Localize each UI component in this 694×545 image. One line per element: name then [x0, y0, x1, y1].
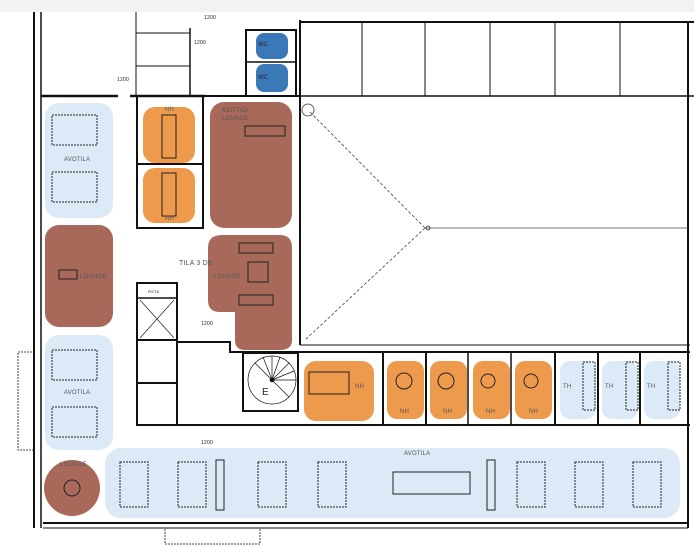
wc-zone-1 [256, 33, 288, 59]
open-space-label: AVOTILA [64, 390, 91, 396]
door-width-label: 1200 [201, 321, 213, 327]
meeting-room-zone-7 [515, 361, 552, 419]
open-space-zone-north [45, 103, 113, 218]
phone-room-zone-3 [644, 361, 680, 419]
space-name-label: TILA 3 DE [179, 260, 213, 267]
lounge-label: LOUNGE [60, 462, 87, 468]
lounge-label: LOUNGE [214, 274, 241, 280]
hall-roof-lines [304, 111, 688, 341]
storage-label: RSTK. [148, 289, 161, 294]
phone-room-label: TH [563, 384, 572, 390]
kitchen-lounge-label: LOUNGE [222, 116, 249, 122]
wc-label: WC [258, 42, 269, 48]
column [301, 103, 315, 117]
meeting-room-zone-2 [143, 168, 195, 223]
meeting-room-zone-1 [143, 107, 195, 163]
wc-zone-2 [256, 64, 288, 92]
top-strip [0, 0, 694, 12]
meeting-room-zone-4 [387, 361, 424, 419]
phone-room-label: TH [647, 384, 656, 390]
phone-room-zone-2 [602, 361, 638, 419]
meeting-room-label: NH [165, 216, 175, 222]
wc-label: WC [258, 75, 269, 81]
meeting-room-zone-5 [430, 361, 467, 419]
lounge-label: LOUNGE [80, 274, 107, 280]
door-width-label: 1200 [194, 40, 206, 46]
kitchen-lounge-zone [210, 102, 292, 228]
lounge-zone-center [208, 235, 292, 350]
meeting-room-zone-6 [473, 361, 510, 419]
column [425, 225, 431, 231]
door-width-label: 1200 [204, 15, 216, 21]
door-width-label: 1200 [117, 77, 129, 83]
spiral-stair-icon [247, 355, 297, 405]
meeting-room-label: NH [400, 409, 410, 415]
door-width-label: 1200 [201, 440, 213, 446]
open-space-label: AVOTILA [404, 451, 431, 457]
lounge-zone-west [45, 225, 113, 327]
lounge-zone-round [44, 460, 100, 516]
phone-room-zone-1 [560, 361, 596, 419]
furniture [51, 114, 681, 511]
open-space-zone-west [45, 335, 113, 450]
phone-room-label: TH [605, 384, 614, 390]
walls [17, 12, 694, 545]
meeting-room-label: NH [443, 409, 453, 415]
elevator-stair-label: E [262, 387, 269, 398]
kitchen-lounge-label: KEITTIÖ/ [222, 108, 249, 114]
zones [44, 33, 680, 518]
meeting-room-label: NH [165, 107, 175, 113]
meeting-room-label: NH [486, 409, 496, 415]
open-space-label: AVOTILA [64, 157, 91, 163]
meeting-room-zone-3 [304, 361, 374, 421]
meeting-room-label: NH [529, 409, 539, 415]
meeting-room-label: NH [355, 384, 365, 390]
